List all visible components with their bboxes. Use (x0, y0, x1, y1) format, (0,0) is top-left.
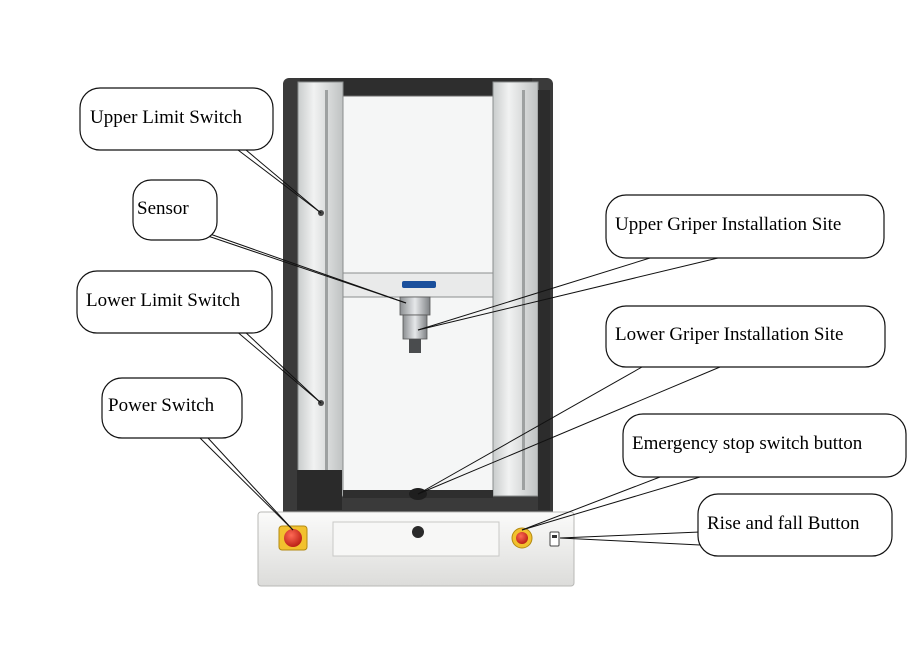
leader-upper-limit-switch (237, 149, 322, 214)
top-beam (300, 78, 532, 96)
leader-lines (199, 149, 721, 546)
leader-emergency-stop-2 (521, 476, 701, 531)
leader-rise-fall-2 (559, 537, 701, 546)
callout-bubble (605, 194, 885, 259)
callout-label: Power Switch (108, 395, 215, 416)
callout-upper-limit-switch: Upper Limit Switch (79, 87, 274, 151)
leader-sensor-2 (209, 233, 407, 304)
leader-emergency-stop (521, 476, 661, 531)
emergency-stop-button (516, 532, 528, 544)
leader-lower-limit-switch-2 (242, 329, 322, 404)
leader-upper-griper (417, 257, 651, 331)
power-switch (284, 529, 302, 547)
crosshead-logo (402, 281, 436, 288)
leader-power-switch-2 (207, 437, 294, 531)
leader-lower-limit-switch (234, 329, 322, 404)
callout-emergency-stop-switch-button: Emergency stop switch button (622, 413, 907, 478)
callout-label: Rise and fall Button (707, 513, 860, 534)
callout-rise-and-fall-button: Rise and fall Button (697, 493, 893, 557)
left-column (297, 81, 344, 497)
rise-fall-button (549, 531, 560, 547)
callout-label: Lower Griper Installation Site (615, 324, 843, 345)
callout-label: Emergency stop switch button (632, 433, 863, 454)
base-hole (412, 526, 424, 538)
callout-bubble (79, 87, 274, 151)
callout-label: Sensor (137, 198, 189, 219)
callout-bubble (76, 270, 273, 334)
upper-gripper (402, 314, 428, 340)
callout-bubble (101, 377, 243, 439)
leader-lower-griper (417, 366, 643, 495)
upper-gripper-tip (409, 339, 421, 353)
callout-label: Upper Griper Installation Site (615, 214, 841, 235)
callout-bubble (605, 305, 886, 368)
rise-fall-button-mark (552, 535, 557, 538)
callout-label: Upper Limit Switch (90, 107, 242, 128)
sensor-body (399, 296, 431, 316)
leader-upper-griper-2 (417, 257, 719, 331)
right-column-slot (522, 90, 525, 490)
callout-label: Lower Limit Switch (86, 290, 241, 311)
callout-upper-griper-installation-site: Upper Griper Installation Site (605, 194, 885, 259)
callout-lower-limit-switch: Lower Limit Switch (76, 270, 273, 334)
left-column-slot (325, 90, 328, 490)
leader-lower-griper-2 (417, 366, 721, 495)
callout-power-switch: Power Switch (101, 377, 243, 439)
lower-left-block (297, 470, 342, 510)
right-column (492, 81, 539, 497)
leader-rise-fall (559, 531, 701, 539)
callout-bubble (697, 493, 893, 557)
leader-power-switch (199, 437, 294, 531)
callout-bubble (132, 179, 218, 241)
callout-lower-griper-installation-site: Lower Griper Installation Site (605, 305, 886, 368)
leader-upper-limit-switch-2 (245, 149, 322, 214)
callout-bubble (622, 413, 907, 478)
crosshead (342, 272, 494, 298)
callout-sensor: Sensor (132, 179, 218, 241)
testing-machine (257, 78, 575, 587)
